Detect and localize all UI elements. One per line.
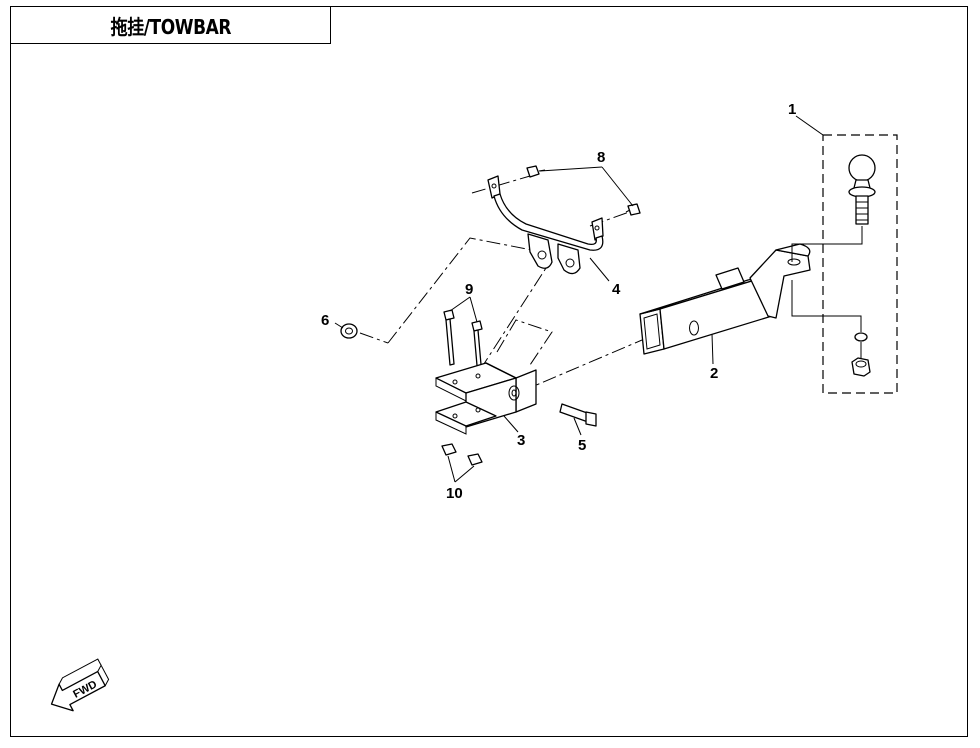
fwd-label: FWD — [71, 678, 99, 700]
title-box: 拖挂/TOWBAR — [10, 6, 331, 44]
leader-lines — [334, 115, 824, 483]
part-4-bracket — [487, 175, 604, 275]
part-3-receiver-bracket — [435, 362, 537, 435]
part-1-hitch-ball — [848, 154, 876, 377]
callout-9: 9 — [465, 281, 473, 298]
callout-5: 5 — [578, 437, 586, 454]
fwd-arrow-icon: FWD — [50, 658, 110, 712]
part-5-pin-bolt — [559, 403, 597, 427]
callout-4: 4 — [612, 281, 621, 298]
callout-8: 8 — [597, 149, 605, 166]
callout-2: 2 — [710, 365, 718, 382]
callout-6: 6 — [321, 312, 329, 329]
callouts: 1 2 3 4 5 6 8 9 10 — [321, 101, 796, 502]
part-6-nut — [340, 323, 358, 339]
assembly-group-box — [822, 134, 898, 394]
assembly-connectors — [791, 226, 863, 358]
part-2-drawbar — [639, 243, 811, 355]
part-10-nuts — [441, 443, 483, 466]
page-title: 拖挂/TOWBAR — [110, 14, 231, 39]
part-8-screws — [526, 165, 641, 216]
callout-10: 10 — [446, 485, 463, 502]
callout-3: 3 — [517, 432, 525, 449]
drawing-frame — [10, 6, 968, 737]
callout-1: 1 — [788, 101, 796, 118]
